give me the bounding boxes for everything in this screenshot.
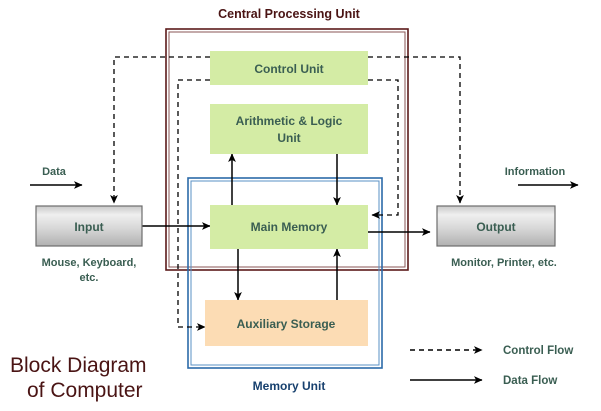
- block-output: Output: [436, 205, 556, 247]
- cpu-boundary: [165, 28, 409, 271]
- legend-data-flow-label: Data Flow: [503, 375, 557, 387]
- input-caption-line2: etc.: [80, 272, 99, 284]
- input-label: Input: [74, 220, 103, 234]
- memory-unit-boundary-label: Memory Unit: [253, 379, 326, 393]
- data-input-flow-label: Data: [42, 166, 67, 178]
- alu-label-line2: Unit: [277, 131, 300, 145]
- legend: Control Flow Data Flow: [410, 345, 573, 387]
- auxiliary-storage-label: Auxiliary Storage: [237, 317, 336, 331]
- control-flow-cu-to-auxiliary: [177, 79, 210, 331]
- alu-label-line1: Arithmetic & Logic: [236, 114, 343, 128]
- control-flow-lines: [110, 56, 464, 331]
- input-caption-line1: Mouse, Keyboard,: [42, 257, 137, 269]
- control-flow-cu-to-input: [110, 56, 210, 204]
- cpu-boundary-label: Central Processing Unit: [218, 7, 361, 21]
- diagram-title-line1: Block Diagram: [10, 354, 147, 377]
- output-caption-line1: Monitor, Printer, etc.: [451, 257, 557, 269]
- information-output-flow-label: Information: [505, 166, 566, 178]
- output-label: Output: [476, 220, 515, 234]
- legend-control-flow-label: Control Flow: [503, 345, 573, 357]
- block-arithmetic-logic-unit: Arithmetic & Logic Unit: [210, 104, 368, 154]
- memory-unit-boundary: [187, 177, 383, 369]
- main-memory-label: Main Memory: [251, 220, 328, 234]
- block-input: Input: [35, 205, 143, 247]
- block-auxiliary-storage: Auxiliary Storage: [205, 300, 368, 346]
- control-flow-cu-to-main-memory: [368, 79, 399, 219]
- diagram-title-line2: of Computer: [27, 379, 143, 402]
- control-flow-cu-to-output: [368, 56, 464, 204]
- block-main-memory: Main Memory: [210, 205, 368, 249]
- control-unit-label: Control Unit: [254, 62, 323, 76]
- data-flow-lines: [30, 153, 579, 301]
- block-control-unit: Control Unit: [210, 51, 368, 85]
